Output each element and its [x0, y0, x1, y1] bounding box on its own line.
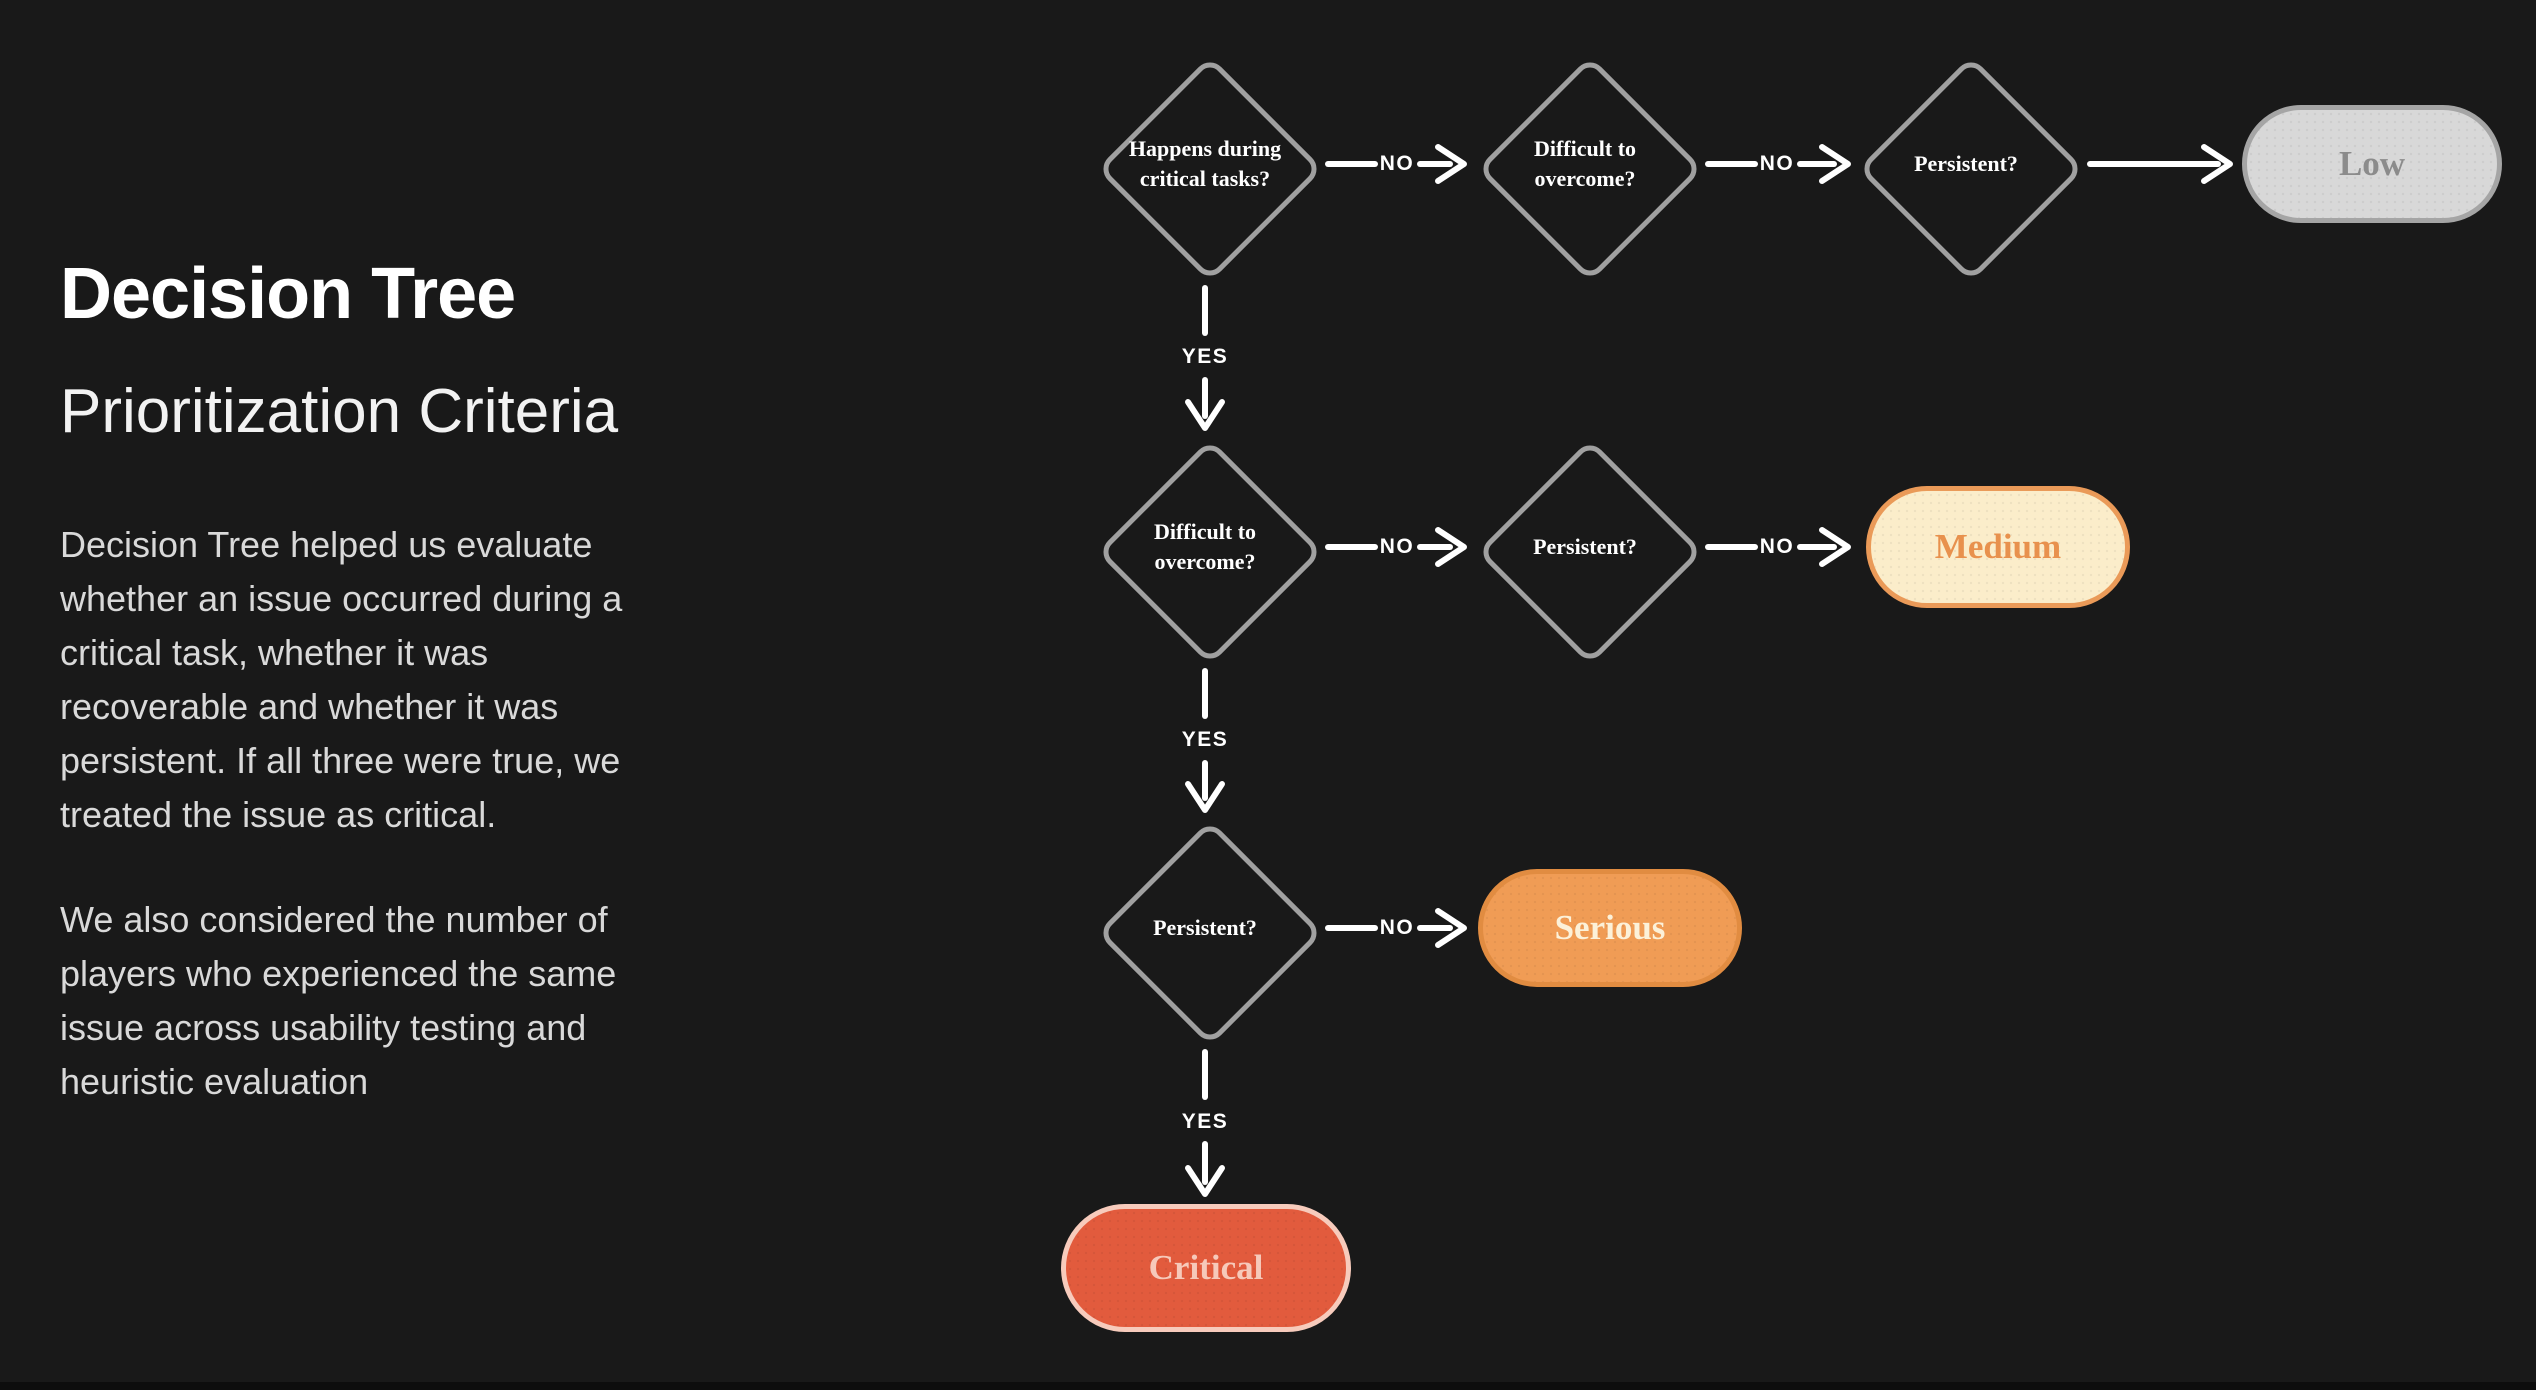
page-subtitle: Prioritization Criteria [60, 377, 619, 446]
edge-label-yes-3: YES [1181, 1110, 1229, 1133]
edge-label-no-5: NO [1379, 916, 1415, 939]
edge-label-yes-1: YES [1181, 345, 1229, 368]
edge-label-yes-2: YES [1181, 728, 1229, 751]
outcome-node-serious: Serious [1478, 869, 1742, 987]
decision-node-persistent-1-label: Persistent? [1914, 151, 2018, 177]
decision-node-difficult-1-label: Difficult to overcome? [1533, 136, 1637, 191]
outcome-node-low: Low [2242, 105, 2502, 223]
description-paragraph-2: We also considered the number of players… [60, 899, 617, 1102]
edge-label-no-1: NO [1379, 152, 1415, 175]
outcome-node-medium: Medium [1866, 486, 2130, 608]
edge-label-no-3: NO [1379, 535, 1415, 558]
description-paragraph-1: Decision Tree helped us evaluate whether… [60, 524, 623, 835]
decision-node-persistent-2-label: Persistent? [1533, 534, 1637, 560]
page-title: Decision Tree [60, 254, 516, 334]
decision-node-persistent-3-label: Persistent? [1153, 915, 1257, 941]
edge-label-no-2: NO [1759, 152, 1795, 175]
decision-node-critical-tasks-label: Happens during critical tasks? [1128, 136, 1282, 191]
edge-label-no-4: NO [1759, 535, 1795, 558]
outcome-node-critical: Critical [1061, 1204, 1351, 1332]
slide-bottom-edge [0, 1382, 2536, 1390]
decision-node-difficult-2-label: Difficult to overcome? [1153, 519, 1257, 574]
